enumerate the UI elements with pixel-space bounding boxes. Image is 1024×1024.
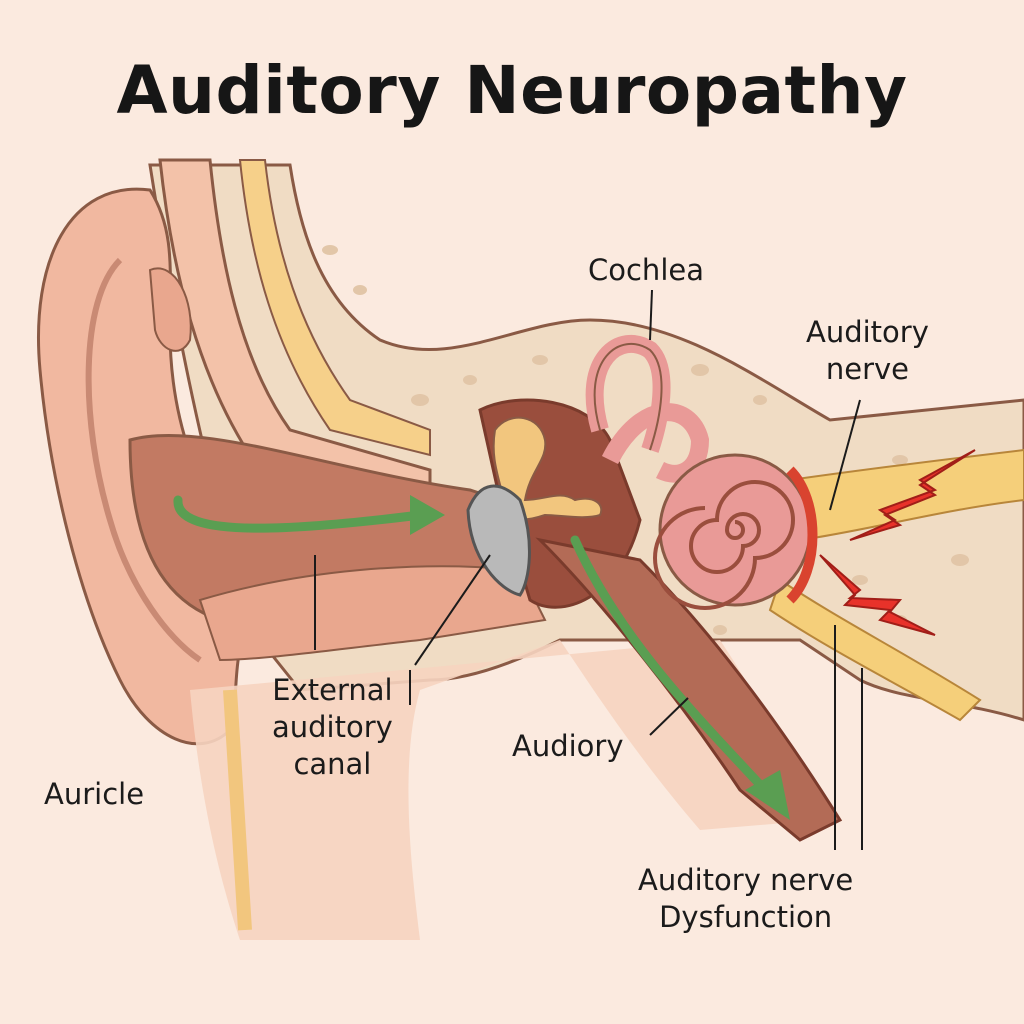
label-external-line1: External [272, 673, 393, 707]
auricle-inner-fold [85, 257, 202, 663]
sound-path-arrowhead-tube [745, 770, 790, 820]
label-cochlea: Cochlea [588, 253, 704, 287]
label-audiory: Audiory [512, 729, 624, 763]
lightning-bolt-lower [819, 554, 936, 636]
fat-layer [238, 159, 431, 457]
label-auditory-nerve: Auditory nerve [806, 314, 929, 388]
label-dysfunction-line2: Dysfunction [659, 900, 833, 934]
eardrum [466, 484, 531, 597]
label-dysfunction-line1: Auditory nerve [638, 863, 854, 897]
leader-lines [314, 289, 863, 850]
label-auditory-nerve-line2: nerve [825, 352, 910, 386]
sound-path-arrow-canal [173, 495, 425, 533]
semicircular-canals-outline [593, 343, 663, 451]
sound-path-arrow-tube [570, 535, 770, 795]
cartilage-strip [223, 689, 252, 931]
label-external-line3: canal [293, 747, 372, 781]
label-auditory-nerve-dysfunction: Auditory nerve Dysfunction [638, 862, 853, 936]
neck-tissue [190, 640, 820, 940]
diagram-title: Auditory Neuropathy [116, 52, 908, 129]
auditory-nerve-lower [768, 578, 982, 722]
cochlea [653, 453, 818, 610]
label-external-auditory-canal: External auditory canal [272, 672, 393, 783]
label-auricle: Auricle [44, 777, 145, 811]
auditory-nerve-upper [788, 448, 1024, 542]
sound-path-arrowhead-canal [410, 495, 445, 535]
label-auditory-nerve-line1: Auditory [806, 315, 929, 349]
label-external-line2: auditory [272, 710, 393, 744]
lightning-bolt-upper [849, 449, 976, 541]
tragus [148, 267, 192, 352]
